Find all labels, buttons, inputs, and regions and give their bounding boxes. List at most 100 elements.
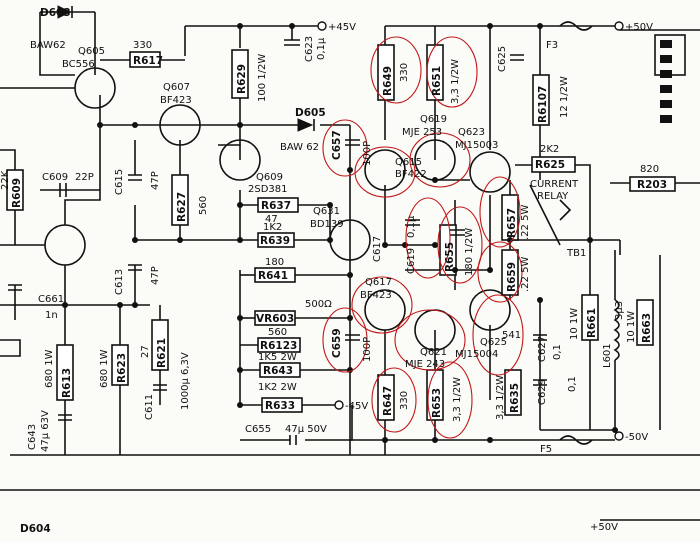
c625-ref: C625 — [497, 46, 508, 72]
q625-type: MJ15004 — [455, 349, 498, 360]
relay-label-current: CURRENT — [530, 179, 579, 190]
q619-ref: Q619 — [420, 114, 447, 125]
c617-ref: C617 — [372, 236, 383, 262]
r649-value: 330 — [399, 63, 410, 82]
r659-ref: R659 — [506, 262, 518, 292]
r621-ref: R621 — [156, 338, 168, 368]
q623-type: MJ15003 — [455, 140, 498, 151]
vr603-ref: VR603 — [256, 313, 294, 325]
q631-type: BD139 — [310, 219, 344, 230]
r625-value: 2K2 — [540, 144, 559, 155]
r629-ref: R629 — [236, 64, 248, 94]
r657-ref: R657 — [506, 208, 518, 238]
relay-label-relay: RELAY — [537, 191, 569, 202]
rail-plus50v: +50V — [625, 22, 653, 33]
l601-ref: L601 — [602, 343, 613, 368]
c619-ref: C619 — [406, 248, 417, 274]
r663-value: 10 1W — [626, 311, 637, 343]
c643-value: 47µ 63V — [40, 410, 51, 452]
q631-ref: Q631 — [313, 206, 340, 217]
q607-type: BF423 — [160, 95, 192, 106]
r655-ref: R655 — [444, 242, 456, 272]
r6123-ref: R6123 — [260, 340, 297, 352]
r641-ref: R641 — [258, 270, 288, 282]
capacitor-plates — [8, 39, 547, 445]
red-annotation-circles — [322, 36, 524, 439]
q605-type: BC556 — [62, 59, 95, 70]
r203-value: 820 — [640, 164, 659, 175]
r653-value: 3,3 1/2W — [452, 377, 463, 422]
r6123-value: 560 — [268, 327, 287, 338]
r655-value: 180 1/2W — [464, 228, 475, 276]
r651-value: 3,3 1/2W — [450, 59, 461, 104]
tb1-label: TB1 — [566, 248, 586, 259]
r613-ref: R613 — [61, 368, 73, 398]
r661-ref: R661 — [586, 308, 598, 338]
r635-value: 3,3 1/2W — [495, 375, 506, 420]
rail-terminals — [317, 21, 624, 441]
r663-ref: R663 — [641, 313, 653, 343]
fuse-symbols — [559, 21, 593, 445]
r639-value: 1K2 — [263, 222, 282, 233]
c609-ref: C609 — [42, 172, 68, 183]
rail-minus50v: -50V — [625, 432, 648, 443]
d603-value: BAW62 — [30, 40, 66, 51]
r633-value: 1K2 2W — [258, 382, 297, 393]
q609-type: 2SD381 — [248, 184, 288, 195]
r661-value: 10 1W — [569, 308, 580, 340]
r657-value: .22 5W — [520, 205, 531, 240]
c655-value: 47µ 50V — [285, 424, 327, 435]
r633-ref: R633 — [265, 400, 295, 412]
q623-ref: Q623 — [458, 127, 485, 138]
r613-value: 680 1W — [44, 349, 55, 388]
q619-type: MJE 253 — [402, 127, 442, 138]
q625-ref: Q625 — [480, 337, 507, 348]
c629-ref: C629 — [537, 379, 548, 405]
rail-minus45v: -45V — [345, 401, 368, 412]
r647-ref: R647 — [382, 386, 394, 416]
c613-value: 47P — [150, 266, 161, 285]
r203-ref: R203 — [637, 179, 667, 191]
f5-label: F5 — [540, 444, 552, 455]
r643-ref: R643 — [263, 365, 293, 377]
c643-ref: C643 — [27, 424, 38, 450]
c623-ref: C623 — [304, 36, 315, 62]
r647-value: 330 — [399, 391, 410, 410]
junction-dots — [62, 23, 618, 443]
c615-ref: C615 — [114, 169, 125, 195]
r6107-ref: R6107 — [537, 86, 549, 123]
c659-value: 100P — [362, 337, 373, 362]
r617-value: 330 — [133, 40, 152, 51]
q621-ref: Q621 — [420, 347, 447, 358]
c661-value: 1n — [45, 310, 58, 321]
vr603-value: 500Ω — [305, 299, 332, 310]
q617-ref: Q617 — [365, 277, 392, 288]
q615-type: BF422 — [395, 169, 427, 180]
r643-value: 1K5 2W — [258, 352, 297, 363]
c617-value: 0,1µ — [406, 215, 417, 238]
q607-ref: Q607 — [163, 82, 190, 93]
d604-label: D604 — [20, 523, 51, 535]
r641-value: 180 — [265, 257, 284, 268]
r6107-value: 12 1/2W — [559, 76, 570, 118]
r617-ref: R617 — [133, 55, 163, 67]
c615-value: 47P — [150, 171, 161, 190]
r635-ref: R635 — [509, 383, 521, 413]
d603-label: D603 — [40, 7, 71, 19]
q617-type: BF423 — [360, 290, 392, 301]
c623-value: 0,1µ — [316, 37, 327, 60]
c657-value: 100P — [362, 141, 373, 166]
c611-value: 1000µ 6,3V — [180, 352, 191, 410]
diode-symbols — [57, 5, 315, 132]
rail-plus50v-bottom: +50V — [590, 522, 618, 533]
inductor-coil — [613, 299, 620, 361]
d605-value: BAW 62 — [280, 142, 319, 153]
r651-ref: R651 — [431, 66, 443, 96]
r623-value: 680 1W — [99, 349, 110, 388]
l601-value: 3µ3 — [614, 301, 625, 320]
r637-value: 47 — [265, 214, 278, 225]
c611-ref: C611 — [144, 394, 155, 420]
r659-value: .22 5W — [520, 257, 531, 292]
c627-value: 0,1 — [552, 344, 563, 360]
